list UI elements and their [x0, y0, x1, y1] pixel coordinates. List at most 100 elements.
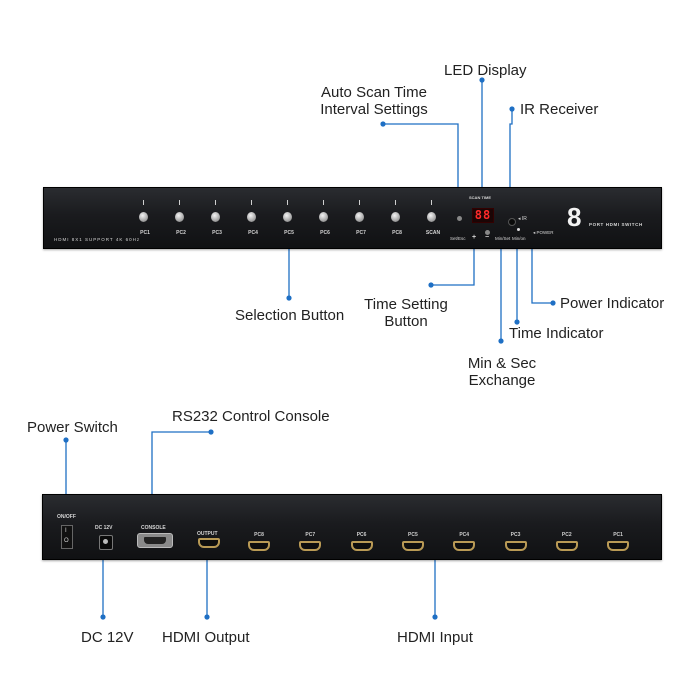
scan-time-label: SCAN TIME: [469, 195, 491, 200]
label-auto-scan-line2: Interval Settings: [320, 101, 428, 118]
selection-indicator-led: [323, 200, 324, 205]
min-set-label: Min/Set: [495, 236, 511, 241]
console-label: CONSOLE: [141, 525, 166, 531]
leader-power-indicator: [531, 236, 553, 304]
leader-auto-scan: [383, 123, 459, 210]
label-time-setting: Time Setting Button: [356, 296, 456, 330]
selection-indicator-led: [215, 200, 216, 205]
selection-indicator-led: [431, 200, 432, 205]
selection-button-scan[interactable]: SCAN: [422, 198, 442, 238]
hdmi-input-label: PC7: [305, 532, 316, 538]
selection-button-pc2[interactable]: PC2: [170, 198, 190, 238]
selection-button-knob[interactable]: [319, 212, 328, 222]
selection-indicator-led: [359, 200, 360, 205]
dc-jack[interactable]: [99, 535, 113, 550]
selection-button-label: PC7: [356, 230, 366, 236]
selection-button-knob[interactable]: [175, 212, 184, 222]
output-label: OUTPUT: [197, 531, 218, 537]
selection-button-pc7[interactable]: PC7: [350, 198, 370, 238]
rear-panel: ON/OFF I O DC 12V CONSOLE OUTPUT PC8 PC7 P…: [42, 494, 662, 560]
selection-button-knob[interactable]: [427, 212, 436, 222]
selection-indicator-led: [395, 200, 396, 205]
selection-indicator-led: [287, 200, 288, 205]
leader-time-setting: [431, 241, 475, 286]
hdmi-input-label: PC6: [356, 532, 367, 538]
selection-button-knob[interactable]: [247, 212, 256, 222]
min-sec-label: Min/on: [512, 236, 526, 241]
label-time-setting-line2: Button: [384, 313, 428, 330]
selection-indicator-led: [251, 200, 252, 205]
hdmi-output-port[interactable]: [198, 538, 220, 548]
switch-on-mark: I: [65, 528, 67, 534]
selection-button-pc6[interactable]: PC6: [314, 198, 334, 238]
label-hdmi-output: HDMI Output: [162, 629, 250, 646]
label-dc12v: DC 12V: [81, 629, 134, 646]
hdmi-input-port-pc5[interactable]: [401, 541, 424, 551]
hdmi-input-label: PC8: [254, 532, 264, 538]
selection-button-knob[interactable]: [139, 212, 148, 222]
selection-indicator-led: [143, 200, 144, 205]
hdmi-input-label: PC4: [459, 532, 470, 538]
dc-label: DC 12V: [95, 525, 113, 531]
label-power-switch: Power Switch: [27, 419, 118, 436]
label-ir-receiver: IR Receiver: [520, 101, 599, 118]
hdmi-input-port-pc8[interactable]: [248, 541, 270, 551]
selection-button-pc8[interactable]: PC8: [386, 198, 406, 238]
plus-button[interactable]: +: [472, 234, 477, 241]
selection-button-label: PC4: [248, 230, 258, 236]
ir-receiver-window: [508, 218, 516, 226]
power-label: ◂ POWER: [533, 230, 554, 235]
plus-button-dot: [485, 230, 490, 235]
db9-connector: [144, 537, 166, 544]
selection-button-knob[interactable]: [391, 212, 400, 222]
rs232-port[interactable]: [137, 533, 173, 548]
hdmi-input-label: PC5: [408, 532, 418, 538]
ir-text: IR: [521, 216, 527, 222]
hdmi-input-label: PC3: [510, 532, 521, 538]
selection-button-label: PC2: [176, 230, 186, 236]
hdmi-input-label: PC2: [561, 532, 572, 538]
selection-button-pc5[interactable]: PC5: [278, 198, 298, 238]
selection-button-pc1[interactable]: PC1: [134, 198, 154, 238]
led-display: 88: [472, 208, 494, 223]
ir-label: ◂ IR: [518, 216, 527, 222]
label-hdmi-input: HDMI Input: [397, 629, 473, 646]
label-time-indicator: Time Indicator: [509, 325, 604, 342]
hdmi-input-port-pc3[interactable]: [504, 541, 527, 551]
label-power-indicator: Power Indicator: [560, 295, 665, 312]
power-text: POWER: [536, 230, 554, 235]
hdmi-input-port-pc7[interactable]: [299, 541, 322, 551]
selection-button-knob[interactable]: [355, 212, 364, 222]
time-indicator-led: [517, 228, 520, 231]
auto-scan-setting-button[interactable]: [457, 216, 462, 221]
hdmi-input-port-pc2[interactable]: [555, 541, 578, 551]
label-auto-scan-line1: Auto Scan Time: [321, 84, 427, 101]
selection-button-pc4[interactable]: PC4: [242, 198, 262, 238]
hdmi-input-port-pc4[interactable]: [453, 541, 476, 551]
leader-ir-receiver: [509, 109, 513, 213]
selection-button-label: PC3: [212, 230, 222, 236]
selection-button-label: PC8: [392, 230, 402, 236]
selection-button-knob[interactable]: [283, 212, 292, 222]
label-min-sec-line2: Exchange: [468, 372, 536, 389]
selection-button-label: PC6: [320, 230, 330, 236]
label-time-setting-line1: Time Setting: [364, 296, 448, 313]
label-min-sec-line1: Min & Sec: [467, 355, 537, 372]
power-switch[interactable]: I O: [61, 525, 73, 549]
selection-button-label: PC5: [284, 230, 294, 236]
selection-button-knob[interactable]: [211, 212, 220, 222]
selection-button-pc3[interactable]: PC3: [206, 198, 226, 238]
model-text: HDMI 8X1 SUPPORT 4K 60Hz: [54, 237, 141, 242]
minus-button[interactable]: −: [485, 234, 490, 241]
hdmi-input-label: PC1: [613, 532, 623, 538]
switch-off-mark: O: [64, 538, 69, 544]
set-esc-label: Set/Esc: [450, 236, 466, 241]
on-off-label: ON/OFF: [57, 514, 76, 520]
label-rs232: RS232 Control Console: [172, 408, 330, 425]
label-selection-button: Selection Button: [235, 307, 345, 324]
brand-text: PORT HDMI SWITCH: [589, 222, 643, 227]
hdmi-input-port-pc6[interactable]: [350, 541, 373, 551]
dc-pin: [103, 539, 108, 544]
hdmi-input-port-pc1[interactable]: [607, 541, 630, 551]
